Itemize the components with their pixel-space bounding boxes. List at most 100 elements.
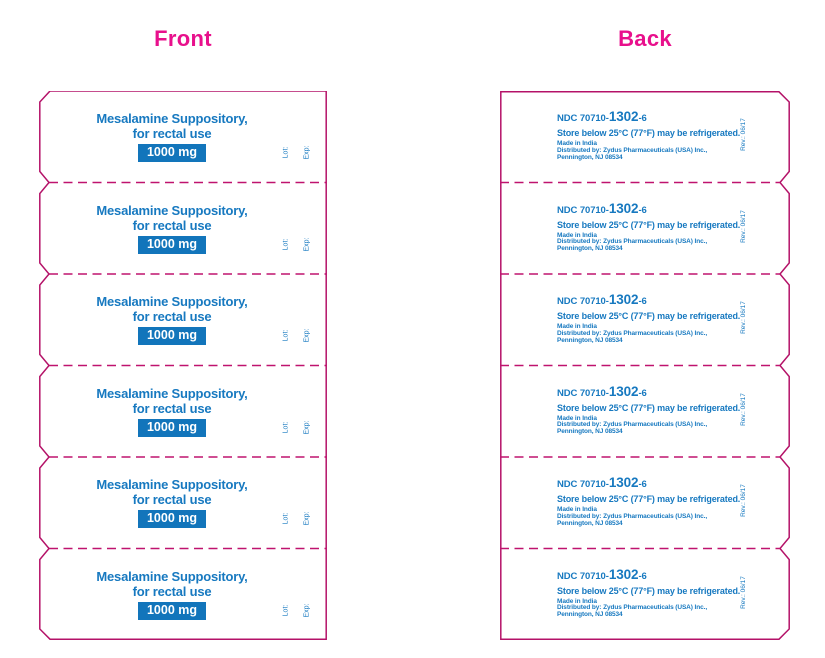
perforation-lines xyxy=(49,181,327,550)
strength-badge: 1000 mg xyxy=(137,144,207,162)
ndc-number: NDC 70710-1302-6 xyxy=(557,566,772,584)
front-blister-panel: Mesalamine Suppository, for rectal use 1… xyxy=(39,366,327,458)
made-in-text: Made in India xyxy=(557,231,597,239)
back-panel-text: NDC 70710-1302-6 Store below 25°C (77°F)… xyxy=(557,110,772,162)
front-blister-panel: Mesalamine Suppository, for rectal use 1… xyxy=(39,457,327,549)
revision-label: Rev.: 06/17 xyxy=(739,484,747,517)
ndc-prefix: NDC 70710- xyxy=(557,570,609,582)
back-blister-panel: NDC 70710-1302-6 Store below 25°C (77°F)… xyxy=(500,457,790,549)
storage-instructions: Store below 25°C (77°F) may be refrigera… xyxy=(557,128,741,138)
revision-label: Rev.: 06/17 xyxy=(739,301,747,334)
distributor-text: Distributed by: Zydus Pharmaceuticals (U… xyxy=(557,329,708,337)
revision-label: Rev.: 06/17 xyxy=(739,392,747,426)
ndc-main: 1302 xyxy=(608,292,639,307)
ndc-number: NDC 70710-1302-6 xyxy=(557,110,772,126)
product-name-line1: Mesalamine Suppository, xyxy=(96,202,248,218)
back-panel-text: NDC 70710-1302-6 Store below 25°C (77°F)… xyxy=(557,200,772,254)
distributor-text: Distributed by: Zydus Pharmaceuticals (U… xyxy=(557,604,708,612)
perforation-lines xyxy=(500,181,780,550)
strength-badge: 1000 mg xyxy=(137,418,207,437)
product-name-line1: Mesalamine Suppository, xyxy=(96,477,248,492)
die-cut-outline xyxy=(39,91,327,640)
ndc-suffix: -6 xyxy=(638,113,647,124)
distributor-address: Pennington, NJ 08534 xyxy=(557,336,623,344)
ndc-suffix: -6 xyxy=(638,387,647,399)
back-blister-panel: NDC 70710-1302-6 Store below 25°C (77°F)… xyxy=(500,549,790,641)
ndc-suffix: -6 xyxy=(638,479,647,490)
distributor-text: Distributed by: Zydus Pharmaceuticals (U… xyxy=(557,421,708,429)
ndc-prefix: NDC 70710- xyxy=(557,296,609,307)
ndc-suffix: -6 xyxy=(638,296,647,307)
strength-badge: 1000 mg xyxy=(137,327,207,345)
ndc-main: 1302 xyxy=(608,200,639,216)
exp-label: Exp: xyxy=(303,328,311,343)
back-panel-text: NDC 70710-1302-6 Store below 25°C (77°F)… xyxy=(557,476,772,528)
exp-label: Exp: xyxy=(303,602,311,618)
front-panel-text: Mesalamine Suppository, for rectal use 1… xyxy=(47,477,297,528)
product-name-line2: for rectal use xyxy=(132,126,212,141)
revision-label: Rev.: 06/17 xyxy=(739,118,747,151)
product-name-line1: Mesalamine Suppository, xyxy=(96,568,248,584)
ndc-number: NDC 70710-1302-6 xyxy=(557,384,772,401)
lot-label: Lot: xyxy=(282,329,290,342)
ndc-number: NDC 70710-1302-6 xyxy=(557,476,772,492)
exp-label: Exp: xyxy=(303,511,311,526)
ndc-prefix: NDC 70710- xyxy=(557,387,609,399)
product-name-line2: for rectal use xyxy=(132,400,212,416)
back-blister-panel: NDC 70710-1302-6 Store below 25°C (77°F)… xyxy=(500,366,790,458)
back-blister-panel: NDC 70710-1302-6 Store below 25°C (77°F)… xyxy=(500,91,790,183)
front-panel-text: Mesalamine Suppository, for rectal use 1… xyxy=(47,386,297,437)
back-panel-text: NDC 70710-1302-6 Store below 25°C (77°F)… xyxy=(557,566,772,620)
exp-label: Exp: xyxy=(303,236,311,252)
front-panels: Mesalamine Suppository, for rectal use 1… xyxy=(39,91,327,640)
distributor-text: Distributed by: Zydus Pharmaceuticals (U… xyxy=(557,146,708,154)
distributor-text: Distributed by: Zydus Pharmaceuticals (U… xyxy=(557,238,708,246)
front-panel-text: Mesalamine Suppository, for rectal use 1… xyxy=(47,111,297,162)
lot-label: Lot: xyxy=(282,238,290,250)
ndc-main: 1302 xyxy=(608,475,639,490)
lot-label: Lot: xyxy=(282,421,290,433)
exp-label: Exp: xyxy=(303,145,311,160)
distributor-address: Pennington, NJ 08534 xyxy=(557,428,623,436)
front-blister-panel: Mesalamine Suppository, for rectal use 1… xyxy=(39,183,327,275)
front-blister-panel: Mesalamine Suppository, for rectal use 1… xyxy=(39,91,327,183)
storage-instructions: Store below 25°C (77°F) may be refrigera… xyxy=(557,494,741,504)
strength-badge: 1000 mg xyxy=(137,510,207,528)
lot-label: Lot: xyxy=(282,146,290,159)
back-section-heading: Back xyxy=(618,26,672,51)
product-name-line1: Mesalamine Suppository, xyxy=(96,111,248,126)
made-in-text: Made in India xyxy=(557,140,597,147)
ndc-suffix: -6 xyxy=(638,204,647,216)
revision-label: Rev.: 06/17 xyxy=(739,209,747,243)
back-blister-panel: NDC 70710-1302-6 Store below 25°C (77°F)… xyxy=(500,183,790,275)
front-section-heading: Front xyxy=(154,26,212,51)
ndc-number: NDC 70710-1302-6 xyxy=(557,293,772,309)
ndc-prefix: NDC 70710- xyxy=(557,204,609,216)
distributor-address: Pennington, NJ 08534 xyxy=(557,245,623,253)
distributor-address: Pennington, NJ 08534 xyxy=(557,519,623,527)
ndc-main: 1302 xyxy=(608,566,639,582)
made-in-text: Made in India xyxy=(557,506,597,513)
ndc-suffix: -6 xyxy=(638,570,647,582)
ndc-prefix: NDC 70710- xyxy=(557,113,609,124)
made-in-text: Made in India xyxy=(557,323,597,330)
front-panel-text: Mesalamine Suppository, for rectal use 1… xyxy=(47,294,297,345)
strength-badge: 1000 mg xyxy=(137,601,207,620)
back-panels: NDC 70710-1302-6 Store below 25°C (77°F)… xyxy=(500,91,790,640)
storage-instructions: Store below 25°C (77°F) may be refrigera… xyxy=(557,402,741,413)
product-name-line2: for rectal use xyxy=(132,583,212,599)
storage-instructions: Store below 25°C (77°F) may be refrigera… xyxy=(557,311,741,321)
distributor-text: Distributed by: Zydus Pharmaceuticals (U… xyxy=(557,512,708,520)
storage-instructions: Store below 25°C (77°F) may be refrigera… xyxy=(557,219,741,230)
back-blister-panel: NDC 70710-1302-6 Store below 25°C (77°F)… xyxy=(500,274,790,366)
lot-label: Lot: xyxy=(282,512,290,525)
die-cut-outline xyxy=(500,91,790,640)
strength-badge: 1000 mg xyxy=(137,235,207,254)
exp-label: Exp: xyxy=(303,419,311,435)
ndc-main: 1302 xyxy=(608,109,639,124)
ndc-prefix: NDC 70710- xyxy=(557,479,609,490)
distributor-address: Pennington, NJ 08534 xyxy=(557,153,623,161)
product-name-line1: Mesalamine Suppository, xyxy=(96,385,248,401)
revision-label: Rev.: 06/17 xyxy=(739,575,747,609)
